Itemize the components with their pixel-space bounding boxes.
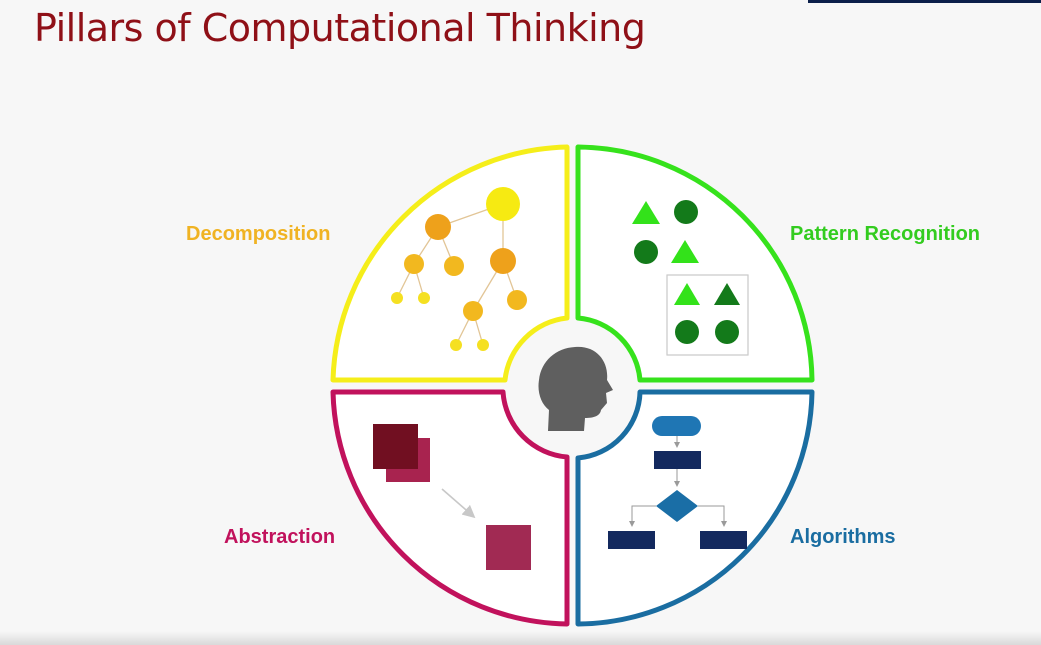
human-head-icon <box>538 346 613 431</box>
quadrant-pattern-recognition <box>575 144 815 383</box>
quadrant-abstraction <box>330 389 570 627</box>
tree-hierarchy-icon <box>391 187 527 351</box>
top-accent-bar <box>808 0 1041 3</box>
shape-pattern-icon <box>632 200 749 356</box>
label-pattern-recognition: Pattern Recognition <box>790 223 981 245</box>
square-abstraction-icon <box>373 424 531 570</box>
flowchart-icon <box>608 416 747 549</box>
label-abstraction: Abstraction <box>224 526 336 548</box>
label-algorithms: Algorithms <box>790 526 896 548</box>
label-decomposition: Decomposition <box>186 223 331 245</box>
slide-title: Pillars of Computational Thinking <box>34 6 646 50</box>
bottom-shade <box>0 631 1041 645</box>
